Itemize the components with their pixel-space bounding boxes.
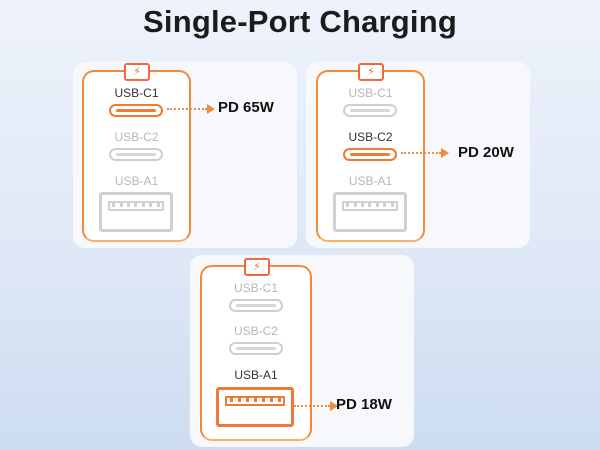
page-title: Single-Port Charging: [143, 4, 457, 39]
port-label-usb-c2: USB-C2: [114, 130, 159, 144]
usb-c1-port: [229, 299, 283, 312]
usb-c2-port: [109, 148, 163, 161]
panel-usb-a1: ⚡ USB-C1 USB-C2 USB-A1 PD 18W: [190, 255, 414, 447]
usb-c1-port: [343, 104, 397, 117]
port-label-usb-c1: USB-C1: [348, 86, 393, 100]
port-label-usb-c2: USB-C2: [233, 324, 278, 338]
usb-a1-port: [99, 192, 173, 232]
usb-c1-port: [109, 104, 163, 117]
port-label-usb-a1: USB-A1: [348, 174, 393, 188]
output-arrow: [401, 148, 449, 158]
panel-usb-c2: ⚡ USB-C1 USB-C2 USB-A1 PD 20W: [306, 62, 530, 248]
battery-bolt-icon: ⚡: [244, 258, 270, 276]
output-label: PD 65W: [218, 99, 274, 116]
port-label-usb-a1: USB-A1: [234, 368, 278, 382]
port-label-usb-c1: USB-C1: [114, 86, 159, 100]
port-label-usb-a1: USB-A1: [114, 174, 159, 188]
port-label-usb-c2: USB-C2: [348, 130, 393, 144]
battery-bolt-icon: ⚡: [358, 63, 384, 81]
output-label: PD 20W: [458, 144, 514, 161]
usb-c2-port: [229, 342, 283, 355]
panel-usb-c1: ⚡ USB-C1 USB-C2 USB-A1 PD 65W: [73, 62, 297, 248]
usb-a1-port: [216, 387, 294, 427]
charger-body: ⚡ USB-C1 USB-C2 USB-A1: [82, 63, 191, 242]
charger-body: ⚡ USB-C1 USB-C2 USB-A1: [316, 63, 425, 242]
output-arrow: [294, 401, 338, 411]
charger-body: ⚡ USB-C1 USB-C2 USB-A1: [200, 258, 312, 441]
output-label: PD 18W: [336, 396, 392, 413]
usb-a1-port: [333, 192, 407, 232]
usb-c2-port: [343, 148, 397, 161]
battery-bolt-icon: ⚡: [124, 63, 150, 81]
port-label-usb-c1: USB-C1: [233, 281, 278, 295]
output-arrow: [167, 104, 215, 114]
